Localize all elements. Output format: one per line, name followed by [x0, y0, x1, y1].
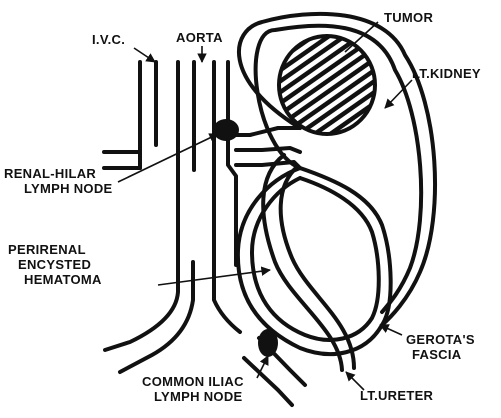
- hematoma-label-line3: HEMATOMA: [8, 272, 102, 287]
- renal-hilar-label: RENAL-HILAR LYMPH NODE: [4, 166, 112, 196]
- hematoma-label-line1: PERIRENAL: [8, 242, 102, 257]
- kidney-label: LT.KIDNEY: [412, 66, 481, 81]
- hematoma-label-line2: ENCYSTED: [8, 257, 102, 272]
- renal-hilar-label-line2: LYMPH NODE: [4, 181, 112, 196]
- ivc-vessel: [140, 62, 156, 168]
- tumor-label: TUMOR: [384, 10, 433, 25]
- common-iliac-label: COMMON ILIAC LYMPH NODE: [142, 374, 244, 404]
- renal-hilar-label-line1: RENAL-HILAR: [4, 166, 112, 181]
- gerota-label-line2: FASCIA: [406, 347, 475, 362]
- common-iliac-lymph-node: [258, 329, 278, 357]
- aorta-vessel: [105, 62, 305, 405]
- ureter-label: LT.URETER: [360, 388, 433, 403]
- ivc-label: I.V.C.: [92, 32, 125, 47]
- perirenal-hematoma: [238, 168, 391, 354]
- aorta-label: AORTA: [176, 30, 223, 45]
- renal-hilar-lymph-node: [213, 119, 239, 141]
- common-iliac-label-line2: LYMPH NODE: [142, 389, 244, 404]
- common-iliac-label-line1: COMMON ILIAC: [142, 374, 244, 389]
- tumor: [279, 36, 375, 134]
- hematoma-label: PERIRENAL ENCYSTED HEMATOMA: [8, 242, 102, 287]
- gerota-label-line1: GEROTA'S: [406, 332, 475, 347]
- gerota-label: GEROTA'S FASCIA: [406, 332, 475, 362]
